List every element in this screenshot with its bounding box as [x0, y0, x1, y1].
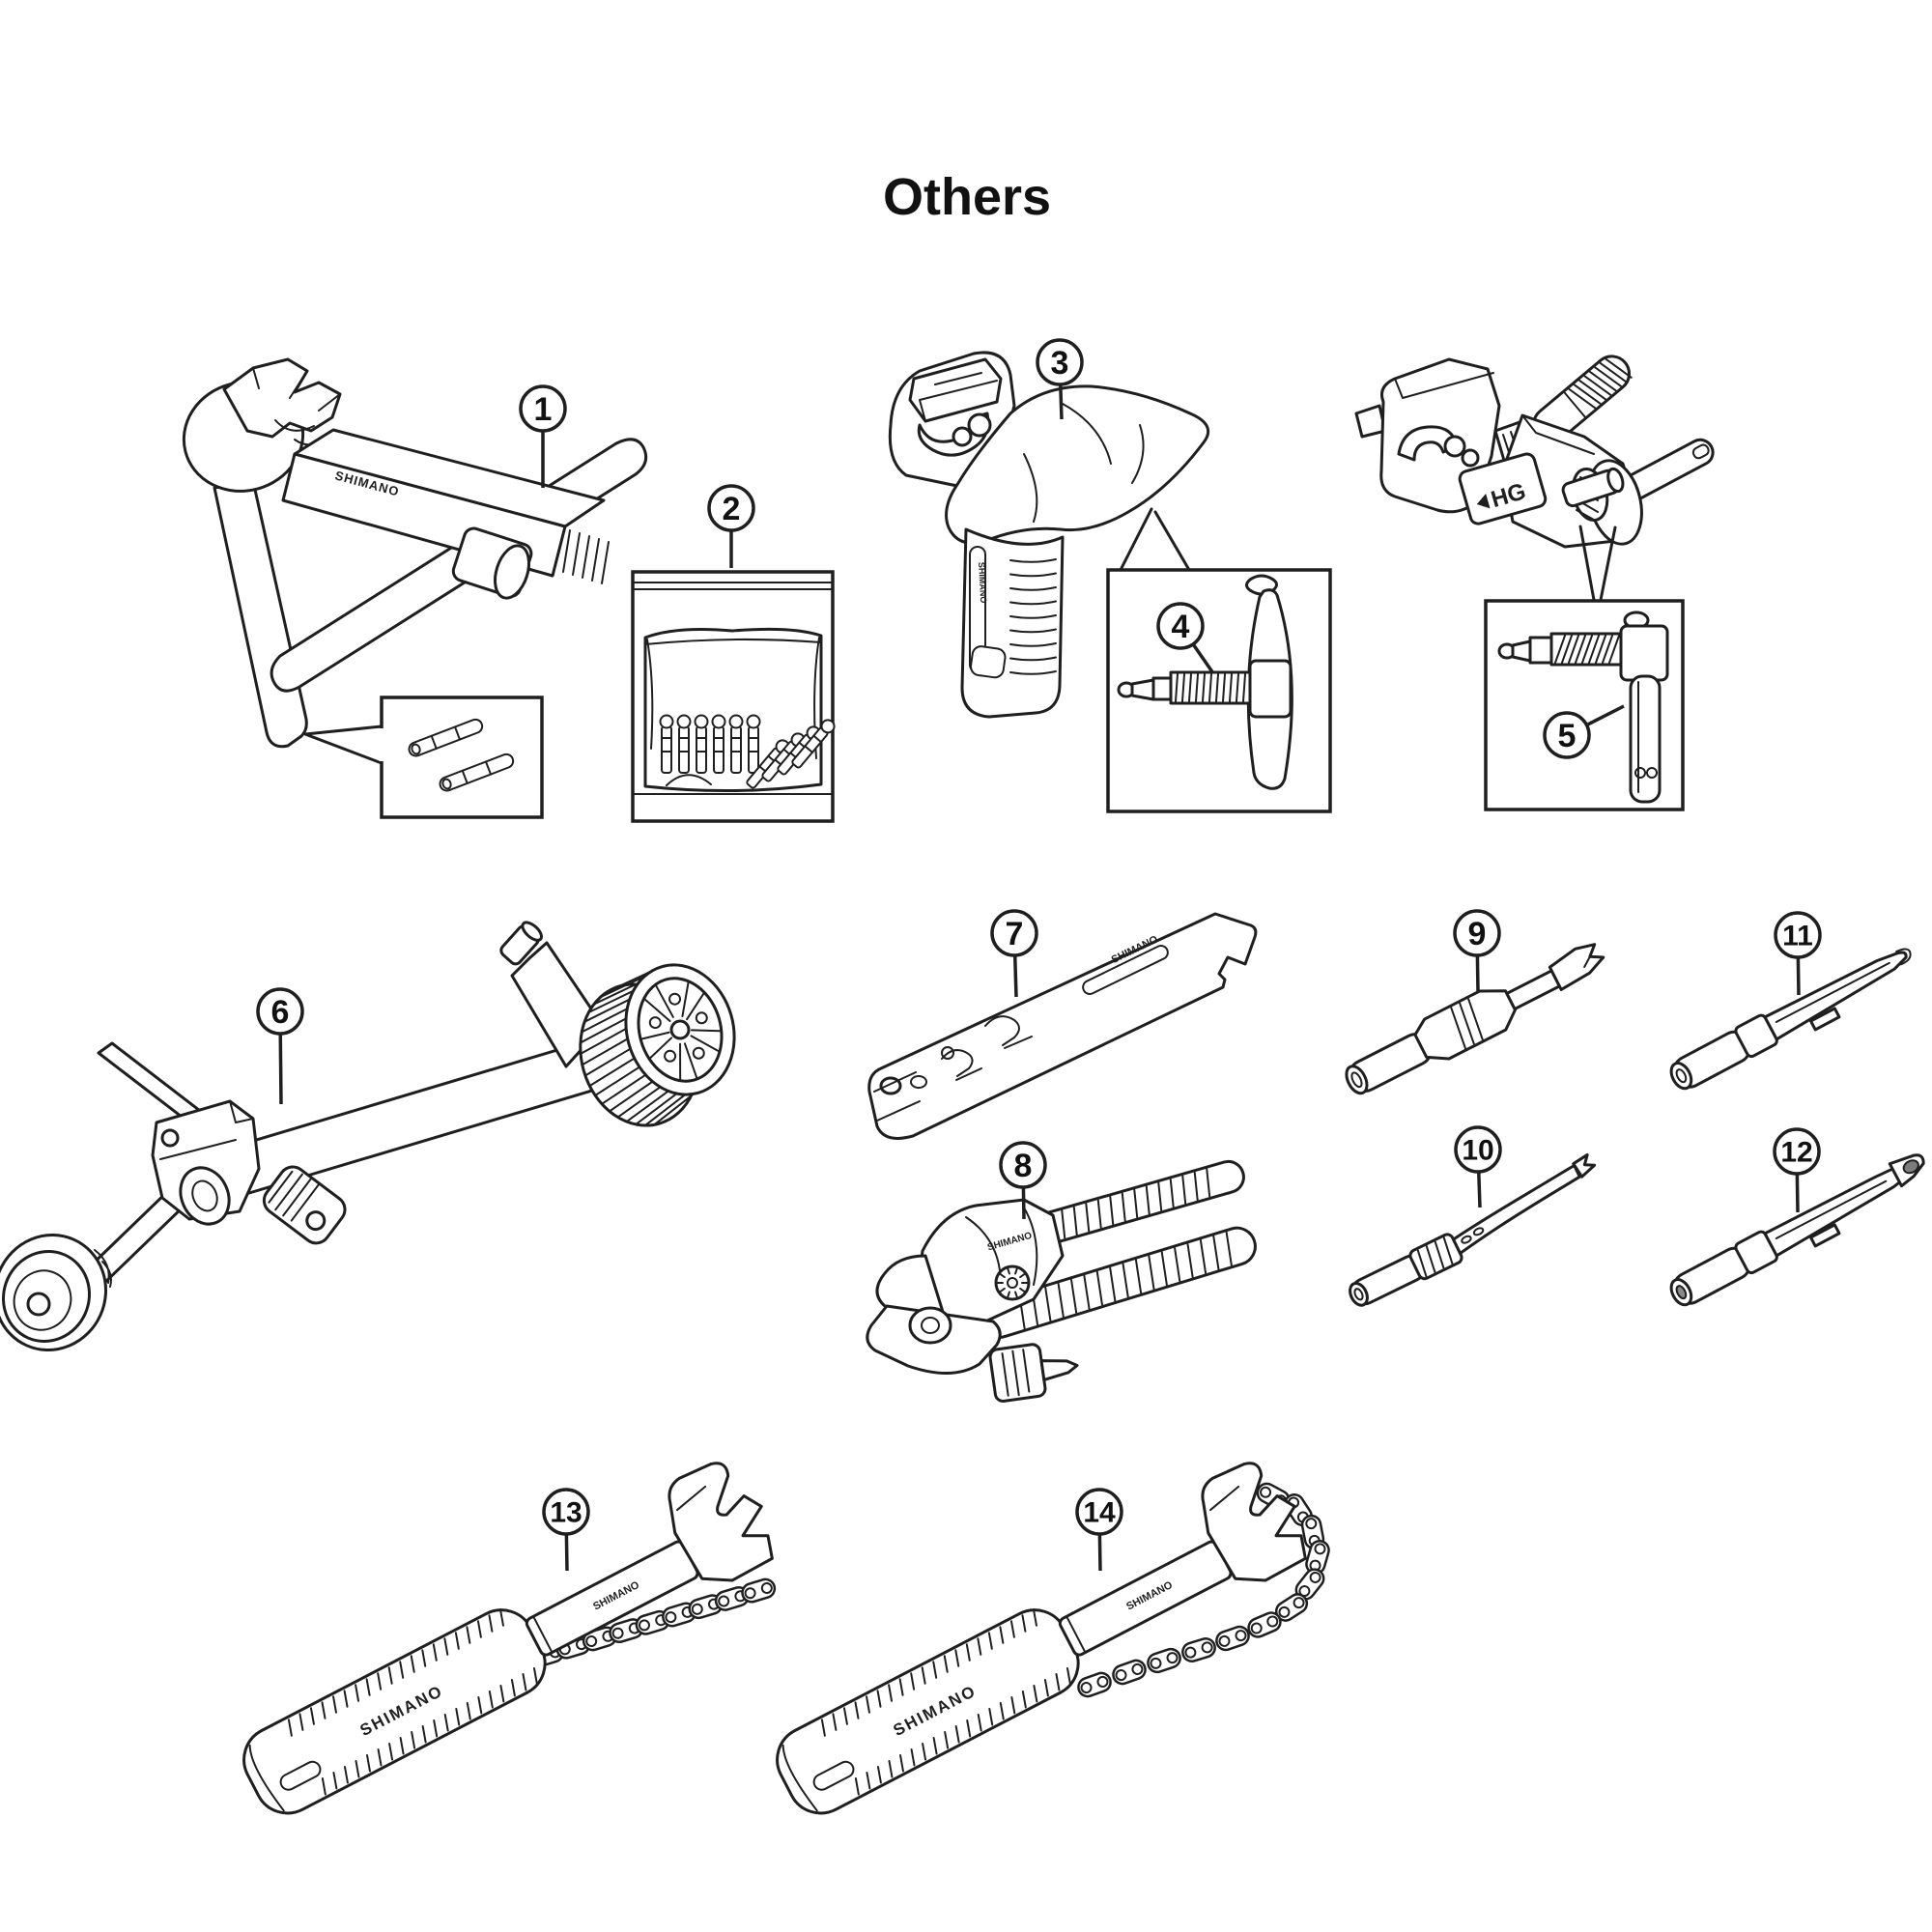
tool-1-chain-tool: SHIMANO: [182, 357, 648, 819]
chain-pin-icon: [676, 714, 692, 774]
svg-text:10: 10: [1462, 1135, 1493, 1167]
chain-pin-icon: [408, 718, 484, 757]
inset-pointer-4: [1119, 507, 1191, 572]
inset-box-t-screw: [1106, 568, 1332, 813]
tool-9-fork-tool: [1345, 943, 1605, 1095]
tool-2-pin-bag: [631, 570, 836, 823]
svg-text:13: 13: [550, 1497, 582, 1529]
inset-box-l-pin: [1484, 599, 1685, 811]
tool-14-sprocket-wrench: SHIMANO SHIMANO: [776, 1462, 1307, 1815]
chain-pin-icon: [711, 714, 726, 774]
svg-text:3: 3: [1051, 345, 1069, 382]
callout-3: 3: [1036, 338, 1084, 420]
tool-7-flat-gauge: SHIMANO: [867, 912, 1258, 1140]
callout-7: 7: [990, 909, 1038, 998]
svg-text:6: 6: [271, 994, 290, 1031]
tool-6-axle-tool: [0, 921, 736, 1352]
svg-text:8: 8: [1014, 1148, 1033, 1184]
inset-pointer-5: [1578, 525, 1617, 602]
tool-3-chain-tool: SHIMANO: [888, 351, 1210, 719]
svg-text:9: 9: [1468, 916, 1487, 952]
tool-3-inscription: SHIMANO: [977, 562, 988, 604]
svg-text:2: 2: [723, 491, 741, 527]
svg-text:7: 7: [1006, 916, 1024, 952]
chain-pin-icon: [728, 714, 744, 774]
chain-pin-icon: [694, 714, 709, 774]
tool-13-sprocket-wrench: SHIMANO SHIMANO: [242, 1462, 774, 1815]
callout-8: 8: [999, 1141, 1047, 1220]
svg-text:11: 11: [1782, 921, 1813, 952]
page-title: Others: [883, 168, 1051, 226]
chain-pin-icon: [791, 719, 836, 769]
callout-2: 2: [707, 484, 755, 568]
inset-box-pins: [380, 696, 544, 819]
chain-pin-icon: [439, 753, 515, 792]
svg-text:12: 12: [1780, 1137, 1812, 1169]
callout-12: 12: [1773, 1127, 1821, 1213]
callout-9: 9: [1453, 909, 1501, 992]
callout-13: 13: [542, 1488, 590, 1572]
inset-pointer-1: [303, 724, 384, 765]
chain-pin-icon: [746, 714, 761, 774]
bag-pins: [659, 714, 836, 789]
tool-8-accessory: [988, 1343, 1079, 1403]
svg-text:5: 5: [1558, 718, 1577, 754]
callout-14: 14: [1075, 1488, 1123, 1572]
callout-11: 11: [1774, 911, 1822, 996]
hg-logo-arrow-icon: [1476, 494, 1491, 509]
callout-6: 6: [256, 987, 304, 1105]
tool-14-chain: [1077, 1482, 1330, 1698]
tool-hg-chain-tool: HG: [1354, 355, 1715, 602]
tool-8-link-pliers: SHIMANO: [866, 1159, 1257, 1403]
chain-pin-icon: [659, 714, 674, 774]
tool-11-lever-tool: [1669, 948, 1912, 1091]
svg-text:4: 4: [1172, 609, 1190, 645]
callout-1: 1: [519, 384, 567, 488]
chain-pin-icon: [777, 725, 821, 776]
callout-10: 10: [1454, 1125, 1502, 1208]
callout-5: 5: [1543, 704, 1625, 759]
tool-12-lever-tool: [1669, 1153, 1925, 1307]
svg-text:1: 1: [534, 391, 553, 428]
tool-10-fork-tool: [1349, 1152, 1597, 1307]
callout-4: 4: [1156, 602, 1215, 674]
svg-text:14: 14: [1083, 1497, 1116, 1529]
